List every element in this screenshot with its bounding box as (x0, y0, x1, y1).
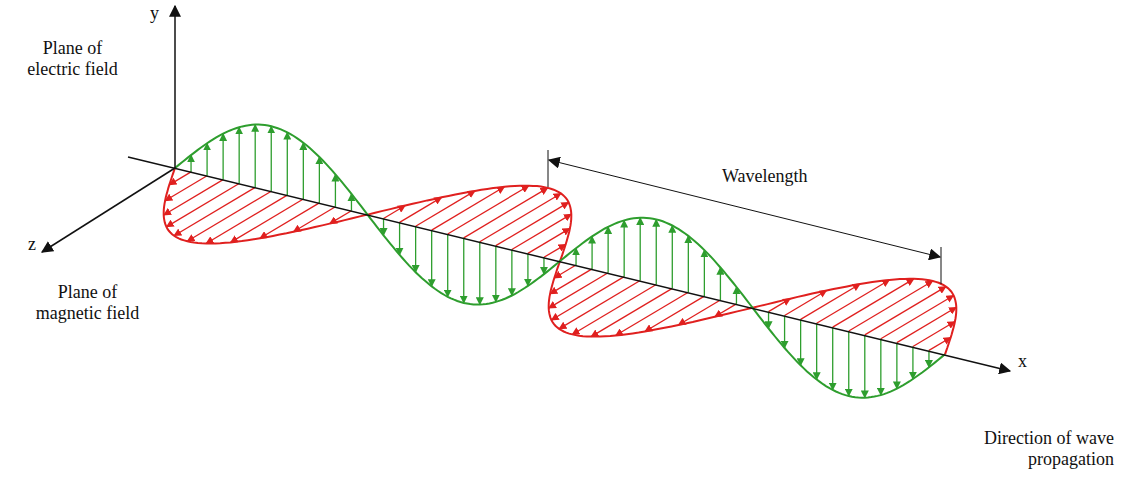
electric-vector (271, 126, 272, 191)
electric-vector (672, 226, 673, 289)
electric-vector (688, 236, 689, 292)
electric-vector (206, 143, 207, 176)
electric-vector (287, 132, 288, 195)
magnetic-vector (174, 187, 255, 235)
electric-vector (255, 125, 256, 188)
magnetic-vector (480, 193, 561, 241)
electric-vector (399, 222, 400, 255)
magnetic-vector (512, 214, 571, 249)
wavelength-tick (548, 150, 549, 187)
axis-label: x (1018, 351, 1027, 372)
magnetic-vector (817, 280, 890, 323)
electric-vector (607, 227, 608, 273)
direction-label: Direction of wave propagation (972, 428, 1114, 470)
electric-vector (239, 127, 240, 183)
magnetic-vector (897, 307, 956, 342)
electric-vector (768, 312, 769, 329)
electric-vector (928, 350, 929, 367)
magnetic-vector (865, 287, 946, 335)
y-axis (174, 6, 176, 168)
electric-vector (640, 218, 641, 281)
electric-vector (848, 331, 849, 396)
magnetic-vector (551, 277, 624, 320)
electric-vector (575, 248, 576, 265)
electric-vector (190, 155, 191, 172)
wavelength-arrow (549, 160, 940, 257)
electric-vector (720, 267, 721, 300)
electric-vector (912, 347, 913, 380)
electric-vector (800, 319, 801, 365)
magnetic-vector (559, 281, 640, 329)
electric-vector (463, 238, 464, 303)
magnetic-vector (616, 292, 689, 335)
axis-label: z (28, 234, 36, 255)
electric-vector (543, 257, 544, 274)
electric-vector (431, 230, 432, 286)
z-axis (42, 168, 175, 252)
electric-vector (335, 174, 336, 207)
magnetic-vector (849, 281, 933, 331)
electric-vector (784, 315, 785, 348)
electric-vector (816, 323, 817, 379)
electric-vector (351, 194, 352, 211)
electric-vector (222, 134, 223, 180)
electric-vector (864, 335, 865, 398)
electric-vector (479, 242, 480, 305)
dimension-label: Wavelength (722, 166, 808, 187)
electric-vector (736, 287, 737, 304)
electric-vector (704, 250, 705, 296)
electric-vector (303, 143, 304, 199)
magnetic-vector (231, 199, 304, 242)
electric-vector (511, 250, 512, 296)
magnetic-vector (464, 188, 548, 238)
electric-vector (896, 343, 897, 389)
magnetic-vector (187, 191, 271, 241)
magnetic-vector (166, 184, 239, 227)
magnetic-vector (432, 187, 505, 230)
plane-label: Plane of electric field (20, 38, 125, 80)
magnetic-vector (572, 284, 656, 334)
electric-vector (832, 327, 833, 390)
electric-vector (447, 234, 448, 297)
electric-vector (527, 253, 528, 286)
magnetic-vector (881, 295, 954, 338)
magnetic-vector (549, 273, 608, 308)
magnetic-vector (496, 202, 569, 245)
electric-vector (319, 157, 320, 203)
x-axis (128, 157, 1010, 371)
magnetic-vector (164, 180, 223, 215)
axis-label: y (150, 3, 159, 24)
electric-vector (656, 219, 657, 284)
electric-vector (415, 226, 416, 272)
electric-vector (880, 339, 881, 395)
wavelength-tick (941, 247, 942, 284)
electric-vector (591, 236, 592, 269)
electric-vector (495, 246, 496, 302)
electric-vector (383, 218, 384, 235)
electric-vector (624, 220, 625, 276)
plane-label: Plane of magnetic field (25, 282, 150, 324)
